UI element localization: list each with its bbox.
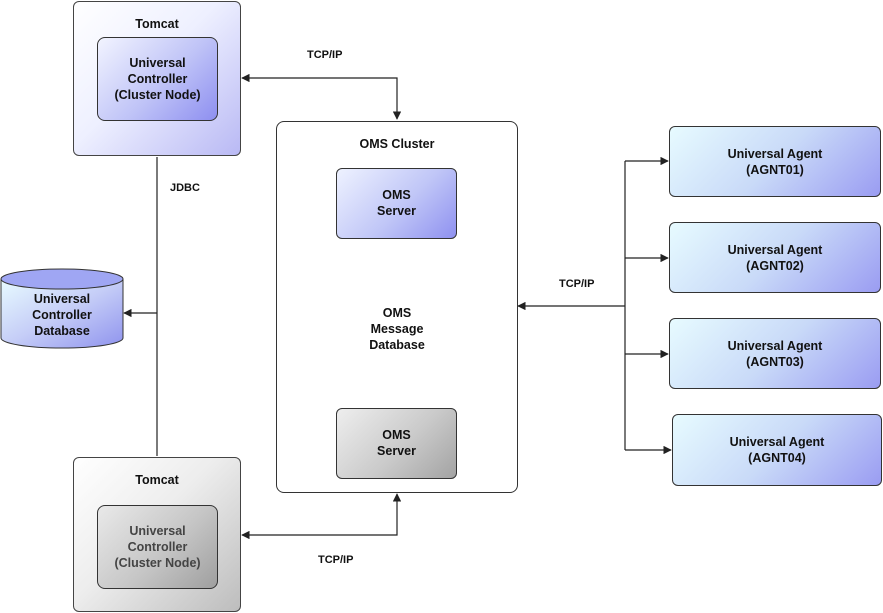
universal-controller-bottom-label: Universal Controller (Cluster Node) — [114, 524, 201, 570]
tcpip-top-label: TCP/IP — [307, 49, 343, 61]
universal-agent-2-label: Universal Agent (AGNT02) — [727, 243, 823, 273]
universal-agent-4: Universal Agent (AGNT04) — [672, 414, 882, 486]
tcpip-bottom-connector — [241, 493, 402, 540]
oms-cluster-title: OMS Cluster — [359, 137, 435, 151]
oms-server-bottom: OMS Server — [336, 408, 457, 479]
universal-agent-3-label: Universal Agent (AGNT03) — [727, 339, 823, 369]
universal-controller-top-label: Universal Controller (Cluster Node) — [114, 56, 201, 102]
jdbc-label: JDBC — [170, 182, 200, 194]
universal-agent-1-label: Universal Agent (AGNT01) — [727, 147, 823, 177]
controller-database-label: Universal Controller Database — [32, 292, 92, 338]
tomcat-top-container: Tomcat Universal Controller (Cluster Nod… — [73, 1, 241, 156]
universal-controller-top: Universal Controller (Cluster Node) — [97, 37, 218, 121]
controller-database-cylinder — [0, 268, 124, 349]
tomcat-bottom-title: Tomcat — [135, 473, 179, 487]
tcpip-top-connector — [241, 73, 402, 120]
oms-message-database-label: OMS Message Database — [369, 306, 425, 352]
oms-server-bottom-label: OMS Server — [377, 428, 416, 458]
oms-server-top: OMS Server — [336, 168, 457, 239]
tomcat-bottom-container: Tomcat Universal Controller (Cluster Nod… — [73, 457, 241, 612]
tomcat-top-title: Tomcat — [135, 17, 179, 31]
oms-server-top-label: OMS Server — [377, 188, 416, 218]
tcpip-bottom-label: TCP/IP — [318, 554, 354, 566]
universal-agent-2: Universal Agent (AGNT02) — [669, 222, 881, 293]
universal-controller-bottom: Universal Controller (Cluster Node) — [97, 505, 218, 589]
universal-agent-1: Universal Agent (AGNT01) — [669, 126, 881, 197]
universal-agent-4-label: Universal Agent (AGNT04) — [729, 435, 825, 465]
tcpip-agents-label: TCP/IP — [559, 278, 595, 290]
universal-agent-3: Universal Agent (AGNT03) — [669, 318, 881, 389]
